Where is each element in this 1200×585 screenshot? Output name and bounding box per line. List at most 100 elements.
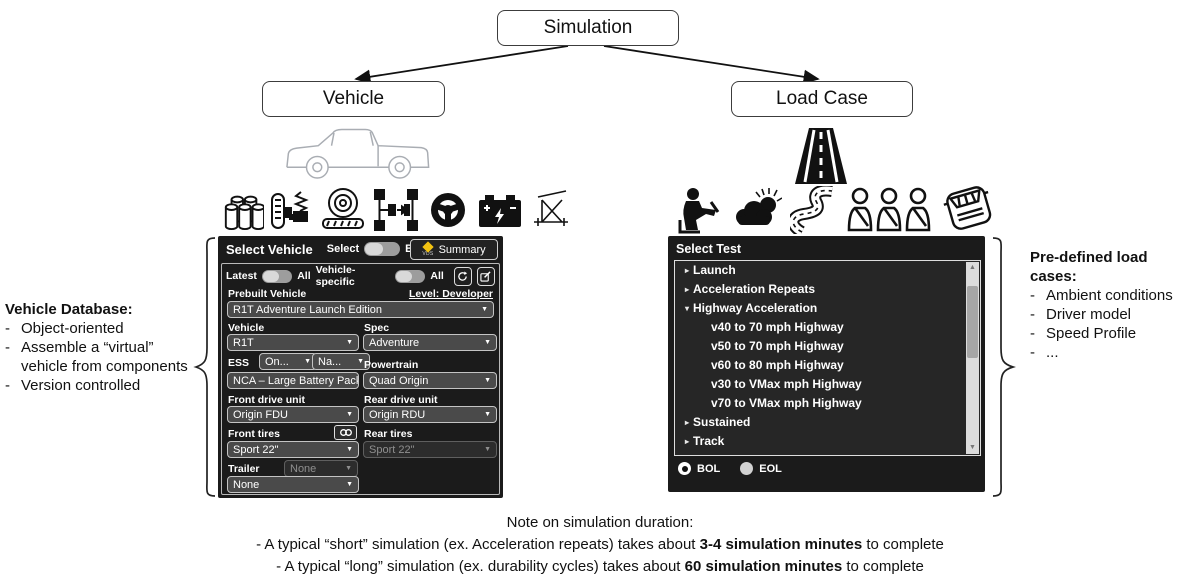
vds-logo-icon: VDS — [422, 241, 434, 257]
ess-field-label: ESS — [228, 357, 250, 369]
powertrain-field-label: Powertrain — [364, 359, 419, 371]
tree-item-v60-80[interactable]: v60 to 80 mph Highway — [711, 358, 844, 372]
tree-item-v50-70[interactable]: v50 to 70 mph Highway — [711, 339, 844, 353]
driver-model-icon — [678, 188, 720, 234]
suspension-geometry-icon — [534, 190, 568, 226]
steering-wheel-icon — [431, 193, 465, 227]
dropdown-caret-icon: ▼ — [484, 411, 491, 418]
wheel-tire-icon — [322, 188, 364, 229]
highway-road-icon — [795, 128, 847, 184]
bol-radio[interactable] — [678, 462, 691, 475]
chevron-right-icon: ▸ — [684, 418, 689, 427]
bol-radio-label: BOL — [697, 462, 721, 475]
front-drive-dropdown[interactable]: Origin FDU▼ — [227, 406, 359, 423]
tire-suspension-icon — [271, 191, 309, 229]
vehicle-specific-all-label: All — [430, 270, 444, 282]
dropdown-caret-icon: ▼ — [357, 358, 364, 365]
rear-tires-label: Rear tires — [364, 428, 413, 440]
dropdown-caret-icon: ▼ — [346, 339, 353, 346]
tree-item-v30-vmax[interactable]: v30 to VMax mph Highway — [711, 377, 862, 391]
vehicle-field-label: Vehicle — [228, 322, 265, 334]
simulation-duration-note: Note on simulation duration: - A typical… — [100, 512, 1100, 578]
bullet-item: -... — [1030, 344, 1059, 361]
bullet-item: -Assemble a “virtual” vehicle from compo… — [5, 339, 188, 375]
spec-dropdown[interactable]: Adventure▼ — [363, 334, 497, 351]
rear-drive-dropdown[interactable]: Origin RDU▼ — [363, 406, 497, 423]
dropdown-caret-icon: ▼ — [484, 339, 491, 346]
tree-item-v70-vmax[interactable]: v70 to VMax mph Highway — [711, 396, 862, 410]
tree-item-track[interactable]: ▸Track — [675, 432, 963, 451]
link-icon — [339, 429, 352, 436]
toggle-knob — [365, 243, 384, 255]
prebuilt-vehicle-label: Prebuilt Vehicle — [228, 288, 307, 300]
mode-select-label: Select — [326, 243, 360, 255]
dropdown-caret-icon: ▼ — [484, 446, 491, 453]
vehicle-node: Vehicle — [262, 81, 445, 117]
dropdown-caret-icon: ▼ — [346, 446, 353, 453]
select-test-panel: Select Test ▸Launch ▸Acceleration Repeat… — [668, 236, 985, 492]
winding-road-icon — [790, 186, 833, 234]
eol-radio[interactable] — [740, 462, 754, 475]
left-brace — [193, 237, 216, 497]
simulation-node: Simulation — [497, 10, 679, 46]
vehicle-database-title: Vehicle Database: — [5, 301, 133, 318]
dropdown-caret-icon: ▼ — [345, 465, 352, 472]
trailer-label: Trailer — [228, 463, 260, 475]
bullet-item: -Speed Profile — [1030, 325, 1137, 342]
vehicle-form: Latest All Vehicle-specific All — [221, 263, 500, 495]
load-cases-title: Pre-defined load cases: — [1030, 249, 1148, 285]
drivetrain-axles-icon — [374, 189, 418, 231]
note-line-short: - A typical “short” simulation (ex. Acce… — [256, 536, 944, 553]
prebuilt-vehicle-dropdown[interactable]: R1T Adventure Launch Edition▼ — [227, 301, 494, 318]
bullet-item: -Ambient conditions — [1030, 287, 1173, 304]
ess-mini-dropdown-2[interactable]: Na...▼ — [312, 353, 370, 370]
vehicle-database-annotation: Vehicle Database: -Object-oriented -Asse… — [5, 300, 191, 395]
vehicle-specific-label: Vehicle-specific — [315, 264, 356, 288]
latest-label: Latest — [226, 270, 257, 282]
rear-drive-label: Rear drive unit — [364, 394, 438, 406]
toggle-knob — [396, 270, 413, 282]
dropdown-caret-icon: ▼ — [346, 411, 353, 418]
dropdown-caret-icon: ▼ — [481, 306, 488, 313]
summary-button[interactable]: VDS Summary — [410, 239, 498, 260]
flow-arrows — [354, 45, 820, 84]
powertrain-dropdown[interactable]: Quad Origin▼ — [363, 372, 497, 389]
scroll-up-icon[interactable]: ▲ — [969, 264, 976, 271]
load-case-label: Load Case — [776, 88, 868, 109]
vehicle-dropdown[interactable]: R1T▼ — [227, 334, 359, 351]
ess-mini-dropdown-1[interactable]: On...▼ — [259, 353, 317, 370]
tree-item-acceleration-repeats[interactable]: ▸Acceleration Repeats — [675, 280, 963, 299]
tree-item-sustained[interactable]: ▸Sustained — [675, 413, 963, 432]
edit-icon — [480, 270, 492, 282]
simulation-label: Simulation — [543, 17, 633, 38]
test-tree-list: ▸Launch ▸Acceleration Repeats ▾Highway A… — [674, 260, 981, 456]
bullet-item: -Driver model — [1030, 306, 1132, 323]
link-tires-button[interactable] — [334, 425, 357, 440]
ambient-weather-icon — [736, 188, 782, 225]
select-vehicle-title: Select Vehicle — [226, 241, 313, 257]
scroll-down-icon[interactable]: ▼ — [969, 444, 976, 451]
pickup-truck-image — [286, 128, 430, 179]
tree-item-highway-acceleration[interactable]: ▾Highway Acceleration — [675, 299, 963, 318]
front-tires-dropdown[interactable]: Sport 22"▼ — [227, 441, 359, 458]
latest-all-toggle[interactable] — [261, 269, 293, 283]
vehicle-specific-all-toggle[interactable] — [395, 269, 426, 283]
dropdown-caret-icon: ▼ — [346, 481, 353, 488]
tree-item-clipped[interactable]: ▸Cycles — [675, 451, 963, 455]
trailer-dropdown[interactable]: None▼ — [227, 476, 359, 493]
select-test-title: Select Test — [676, 242, 742, 256]
ess-dropdown[interactable]: NCA – Large Battery Pack▼ — [227, 372, 359, 389]
dropdown-caret-icon: ▼ — [304, 358, 311, 365]
scrollbar-thumb[interactable] — [967, 286, 978, 358]
passengers-icon — [847, 187, 931, 232]
chevron-right-icon: ▸ — [681, 451, 693, 455]
scrollbar[interactable]: ▲ ▼ — [966, 262, 979, 454]
select-build-toggle[interactable] — [364, 242, 401, 256]
tree-item-v40-70[interactable]: v40 to 70 mph Highway — [711, 320, 844, 334]
tree-item-launch[interactable]: ▸Launch — [675, 261, 963, 280]
open-external-button[interactable] — [476, 266, 495, 286]
refresh-button[interactable] — [453, 266, 472, 286]
eol-radio-label: EOL — [759, 462, 782, 475]
trailer-mini-dropdown: None▼ — [284, 460, 358, 477]
bullet-item: -Object-oriented — [5, 320, 124, 337]
